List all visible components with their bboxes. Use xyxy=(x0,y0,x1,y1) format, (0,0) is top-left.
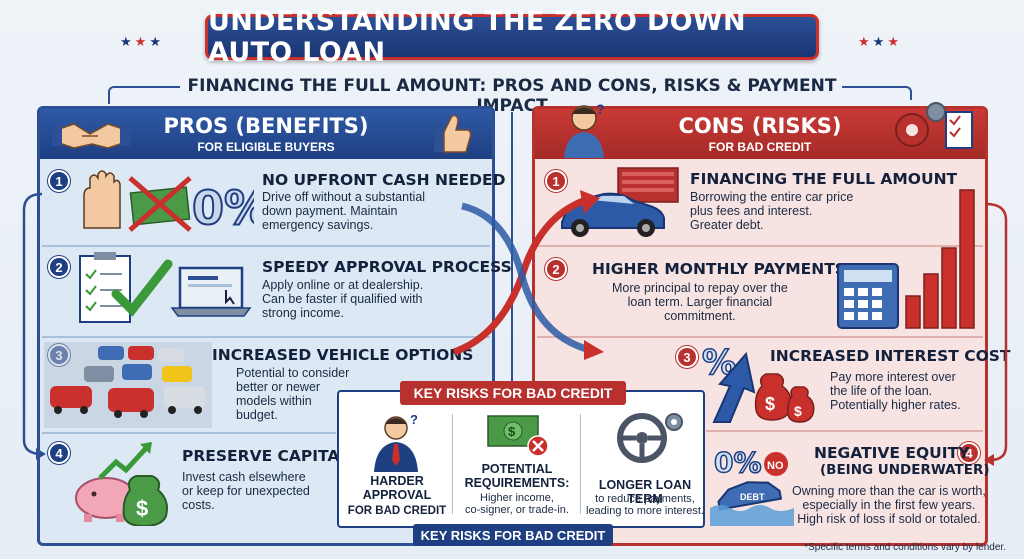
cons-item-4-title-sub: (BEING UNDERWATER) xyxy=(820,462,990,478)
pros-row-divider xyxy=(42,245,490,247)
handshake-icon xyxy=(52,123,130,149)
stars-decoration-left: ★★★ xyxy=(120,34,164,49)
footnote: *Specific terms and conditions vary by l… xyxy=(804,542,1006,553)
no-badge: NO xyxy=(767,460,784,472)
cons-subtitle: FOR BAD CREDIT xyxy=(708,140,812,154)
money-bag-icon xyxy=(122,475,168,526)
pros-header: PROS (BENEFITS) FOR ELIGIBLE BUYERS xyxy=(40,109,492,159)
question-mark: ? xyxy=(596,101,605,117)
pros-item-3-title: INCREASED VEHICLE OPTIONS xyxy=(212,346,474,364)
cons-item-3-number: 3 xyxy=(676,346,698,368)
cons-item-4-body: Owning more than the car is worth,especi… xyxy=(792,484,986,526)
cons-item-1-number: 1 xyxy=(545,170,567,192)
page-subtitle: FINANCING THE FULL AMOUNT: PROS AND CONS… xyxy=(187,76,837,116)
cash-x-icon: $ xyxy=(487,415,549,457)
cons-item-4-number: 4 xyxy=(958,442,980,464)
hand-stop-icon xyxy=(83,170,121,229)
connector-line-left xyxy=(108,86,180,104)
key-risk-3-body: to reduce payments,leading to more inter… xyxy=(586,493,705,517)
pros-item-1-number: 1 xyxy=(48,170,70,192)
money-bag-icon xyxy=(787,386,815,423)
pros-subtitle: FOR ELIGIBLE BUYERS xyxy=(197,140,335,154)
title-banner: UNDERSTANDING THE ZERO DOWN AUTO LOAN xyxy=(205,6,819,68)
cash-dollar: $ xyxy=(508,424,516,439)
pros-item-4-number: 4 xyxy=(48,442,70,464)
pros-row-divider xyxy=(42,336,490,338)
worried-person-icon: ? xyxy=(564,101,605,158)
key-risk-2-body: Higher income,co-signer, or trade-in. xyxy=(465,492,569,516)
laptop-icon xyxy=(178,266,244,310)
cons-item-2-title: HIGHER MONTHLY PAYMENTS xyxy=(592,260,846,278)
percent-icon: 0% xyxy=(192,181,254,235)
cons-row-divider xyxy=(706,430,983,432)
debt-label: DEBT xyxy=(740,492,765,502)
cons-row-divider xyxy=(537,245,983,247)
key-risk-3-title: LONGER LOAN TERM xyxy=(598,478,692,506)
cons-title: CONS (RISKS) xyxy=(678,114,842,138)
gears-checklist-icon xyxy=(895,102,973,149)
bar-chart-icon xyxy=(905,189,975,329)
rising-arrow-icon xyxy=(712,351,756,423)
money-bag-dollar: $ xyxy=(794,403,802,419)
cons-row-divider xyxy=(537,336,983,338)
cons-flow-bracket xyxy=(984,202,1008,466)
crossing-arrows-icon xyxy=(452,190,604,360)
pros-item-2-body: Apply online or at dealership.Can be fas… xyxy=(262,278,424,320)
money-bag-dollar: $ xyxy=(136,496,148,521)
key-risks-divider xyxy=(580,414,581,514)
pros-title: PROS (BENEFITS) xyxy=(163,114,369,138)
pros-flow-bracket xyxy=(22,192,46,460)
question-mark: ? xyxy=(410,412,418,427)
cons-item-4-title: NEGATIVE EQUITY xyxy=(814,444,970,462)
pros-row-divider xyxy=(42,432,336,434)
pros-item-4-title: PRESERVE CAPITAL xyxy=(182,447,350,465)
cons-item-1-title: FINANCING THE FULL AMOUNT xyxy=(690,170,958,188)
cons-item-3-illustration: % $ $ xyxy=(701,342,815,423)
pros-item-2-illustration xyxy=(79,252,252,323)
thumbs-up-icon xyxy=(434,114,472,153)
key-risk-1-body: FOR BAD CREDIT xyxy=(347,505,447,517)
zero-percent-text: 0% xyxy=(714,446,762,479)
connector-line-right xyxy=(842,86,912,100)
money-bag-dollar: $ xyxy=(765,394,775,414)
pros-item-2-number: 2 xyxy=(48,256,70,278)
stars-decoration-right: ★★★ xyxy=(858,34,902,49)
cons-item-3-title: INCREASED INTEREST COST xyxy=(770,347,1011,365)
cons-item-2-number: 2 xyxy=(545,258,567,280)
page-title: UNDERSTANDING THE ZERO DOWN AUTO LOAN xyxy=(208,6,746,68)
underwater-car-icon: 0% NO DEBT xyxy=(710,445,794,526)
steering-wheel-icon xyxy=(617,413,683,463)
pros-item-4-illustration: $ xyxy=(75,442,168,526)
businessman-icon: ? xyxy=(374,412,418,472)
cons-item-2-illustration xyxy=(837,189,975,329)
key-risks-label-bottom: KEY RISKS FOR BAD CREDIT xyxy=(413,524,613,546)
car-lot-icon xyxy=(44,342,212,428)
key-risks-divider xyxy=(452,414,453,514)
key-risks-label: KEY RISKS FOR BAD CREDIT xyxy=(400,381,626,405)
pros-item-2-title: SPEEDY APPROVAL PROCESS xyxy=(262,258,512,276)
pros-item-1-illustration: 0% xyxy=(83,170,254,236)
pros-item-1-title: NO UPFRONT CASH NEEDED xyxy=(262,171,506,189)
